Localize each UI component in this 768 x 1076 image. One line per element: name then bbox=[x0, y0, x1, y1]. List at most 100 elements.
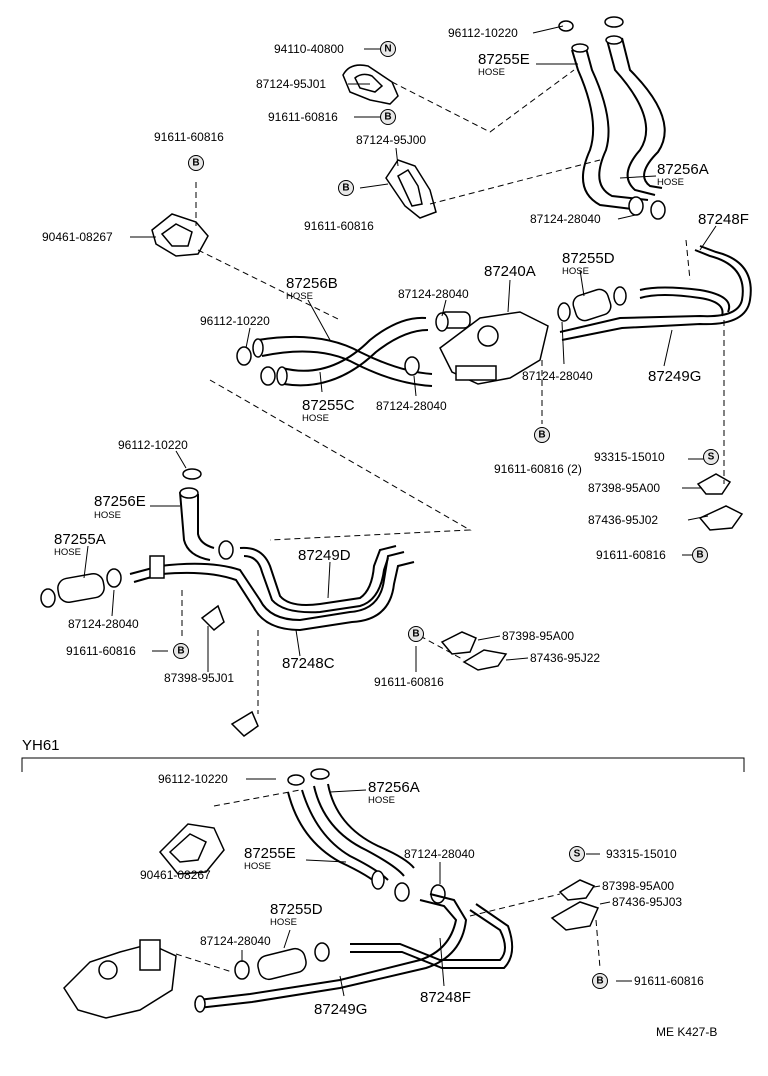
clip-group-middle bbox=[200, 473, 744, 737]
label-91611-60816-c: 91611-60816 bbox=[304, 219, 374, 233]
hose-87256E bbox=[179, 487, 215, 561]
footer-code: ME K427-B bbox=[656, 1025, 717, 1039]
symbol-S-2: S bbox=[569, 846, 585, 862]
pipe-87249D-87248C bbox=[129, 545, 415, 632]
yh61-bracket-90461 bbox=[158, 823, 225, 875]
hose-word-87255E: HOSE bbox=[478, 67, 505, 78]
label-94110-40800: 94110-40800 bbox=[274, 42, 344, 56]
label-yh61-93315-15010: 93315-15010 bbox=[606, 847, 677, 861]
label-87124-28040-d: 87124-28040 bbox=[376, 399, 447, 413]
label-93315-15010: 93315-15010 bbox=[594, 450, 665, 464]
hose-word-yh61-87256A: HOSE bbox=[368, 795, 395, 806]
label-yh61-96112-10220: 96112-10220 bbox=[158, 772, 228, 786]
yh61-clips bbox=[550, 879, 600, 931]
svg-text:B: B bbox=[538, 430, 545, 441]
symbol-N-top: N bbox=[380, 41, 396, 57]
label-91611-60816-d: 91611-60816 (2) bbox=[494, 462, 582, 476]
symbol-B-8: B bbox=[592, 973, 608, 989]
label-87124-95J00: 87124-95J00 bbox=[356, 133, 426, 147]
label-yh61-87436-95J03: 87436-95J03 bbox=[612, 895, 682, 909]
symbol-B-4: B bbox=[534, 427, 550, 443]
label-87436-95J02: 87436-95J02 bbox=[588, 513, 658, 527]
label-yh61-91611-60816: 91611-60816 bbox=[634, 974, 704, 988]
label-87249G: 87249G bbox=[648, 368, 701, 385]
label-87255E: 87255E bbox=[478, 51, 530, 68]
label-yh61-90461-08267: 90461-08267 bbox=[140, 868, 211, 882]
label-91611-60816-g: 91611-60816 bbox=[374, 675, 444, 689]
svg-text:B: B bbox=[384, 112, 391, 123]
label-yh61-87398-95A00: 87398-95A00 bbox=[602, 879, 674, 893]
label-96112-10220-top: 96112-10220 bbox=[448, 26, 518, 40]
label-87248F: 87248F bbox=[698, 211, 749, 228]
label-91611-60816-a: 91611-60816 bbox=[268, 110, 338, 124]
hose-word-87256A: HOSE bbox=[657, 177, 684, 188]
hose-word-87255D: HOSE bbox=[562, 266, 589, 277]
bracket-90461-08267 bbox=[151, 213, 209, 257]
bracket-87124-95J01 bbox=[342, 64, 399, 105]
symbol-S-1: S bbox=[703, 449, 719, 465]
label-87124-28040-c: 87124-28040 bbox=[522, 369, 593, 383]
label-87124-95J01-top: 87124-95J01 bbox=[256, 77, 326, 91]
svg-text:B: B bbox=[412, 629, 419, 640]
bracket-87124-95J00 bbox=[385, 159, 437, 219]
label-96112-10220-low: 96112-10220 bbox=[118, 438, 188, 452]
label-87436-95J22: 87436-95J22 bbox=[530, 651, 600, 665]
hose-word-87255C: HOSE bbox=[302, 413, 329, 424]
label-yh61-87256A: 87256A bbox=[368, 779, 420, 796]
yh61-hose-87255D bbox=[257, 947, 307, 981]
label-87240A: 87240A bbox=[484, 263, 536, 280]
svg-text:B: B bbox=[696, 550, 703, 561]
label-87255A: 87255A bbox=[54, 531, 106, 548]
yh61-hose-87256A bbox=[287, 783, 415, 890]
water-valve-87240A bbox=[439, 311, 549, 385]
dashed-leaders bbox=[175, 69, 725, 973]
hose-word-87256E: HOSE bbox=[94, 510, 121, 521]
hose-87255E-87256A bbox=[571, 35, 666, 211]
svg-text:B: B bbox=[177, 646, 184, 657]
section-label-yh61: YH61 bbox=[22, 737, 60, 754]
yh61-heater-unit bbox=[63, 939, 177, 1019]
symbol-B-1: B bbox=[380, 109, 396, 125]
symbol-B-3: B bbox=[338, 180, 354, 196]
yh61-pipe-87249G-87248F bbox=[194, 893, 514, 1013]
label-87256B: 87256B bbox=[286, 275, 338, 292]
label-yh61-87248F: 87248F bbox=[420, 989, 471, 1006]
svg-text:B: B bbox=[342, 183, 349, 194]
hose-word-yh61-87255E: HOSE bbox=[244, 861, 271, 872]
label-91611-60816-f: 91611-60816 bbox=[66, 644, 136, 658]
label-87124-28040-b: 87124-28040 bbox=[398, 287, 469, 301]
label-87249D: 87249D bbox=[298, 547, 351, 564]
label-yh61-87255E: 87255E bbox=[244, 845, 296, 862]
hose-87256B-87255C bbox=[252, 316, 433, 387]
label-87124-28040-a: 87124-28040 bbox=[530, 212, 601, 226]
hose-clamps bbox=[40, 16, 666, 980]
label-yh61-87124-28040-b: 87124-28040 bbox=[200, 934, 271, 948]
label-yh61-87255D: 87255D bbox=[270, 901, 323, 918]
label-87398-95A00-b: 87398-95A00 bbox=[502, 629, 574, 643]
pipe-87248F-87249G bbox=[559, 245, 752, 341]
label-87398-95J01: 87398-95J01 bbox=[164, 671, 234, 685]
label-87248C: 87248C bbox=[282, 655, 335, 672]
svg-text:S: S bbox=[574, 849, 581, 860]
label-91611-60816-b: 91611-60816 bbox=[154, 130, 224, 144]
label-96112-10220-mid: 96112-10220 bbox=[200, 314, 270, 328]
svg-text:N: N bbox=[384, 44, 391, 55]
hose-word-87256B: HOSE bbox=[286, 291, 313, 302]
hose-word-yh61-87255D: HOSE bbox=[270, 917, 297, 928]
svg-text:S: S bbox=[708, 452, 715, 463]
label-91611-60816-e: 91611-60816 bbox=[596, 548, 666, 562]
svg-text:B: B bbox=[596, 976, 603, 987]
symbol-B-2: B bbox=[188, 155, 204, 171]
label-yh61-87124-28040-a: 87124-28040 bbox=[404, 847, 475, 861]
label-yh61-87249G: 87249G bbox=[314, 1001, 367, 1018]
yh61-bracket-line bbox=[21, 757, 745, 772]
svg-text:B: B bbox=[192, 158, 199, 169]
hose-word-87255A: HOSE bbox=[54, 547, 81, 558]
label-87124-28040-e: 87124-28040 bbox=[68, 617, 139, 631]
symbol-B-7: B bbox=[408, 626, 424, 642]
label-87255C: 87255C bbox=[302, 397, 355, 414]
leader-lines bbox=[83, 25, 717, 997]
label-87256A: 87256A bbox=[657, 161, 709, 178]
label-90461-08267: 90461-08267 bbox=[42, 230, 113, 244]
